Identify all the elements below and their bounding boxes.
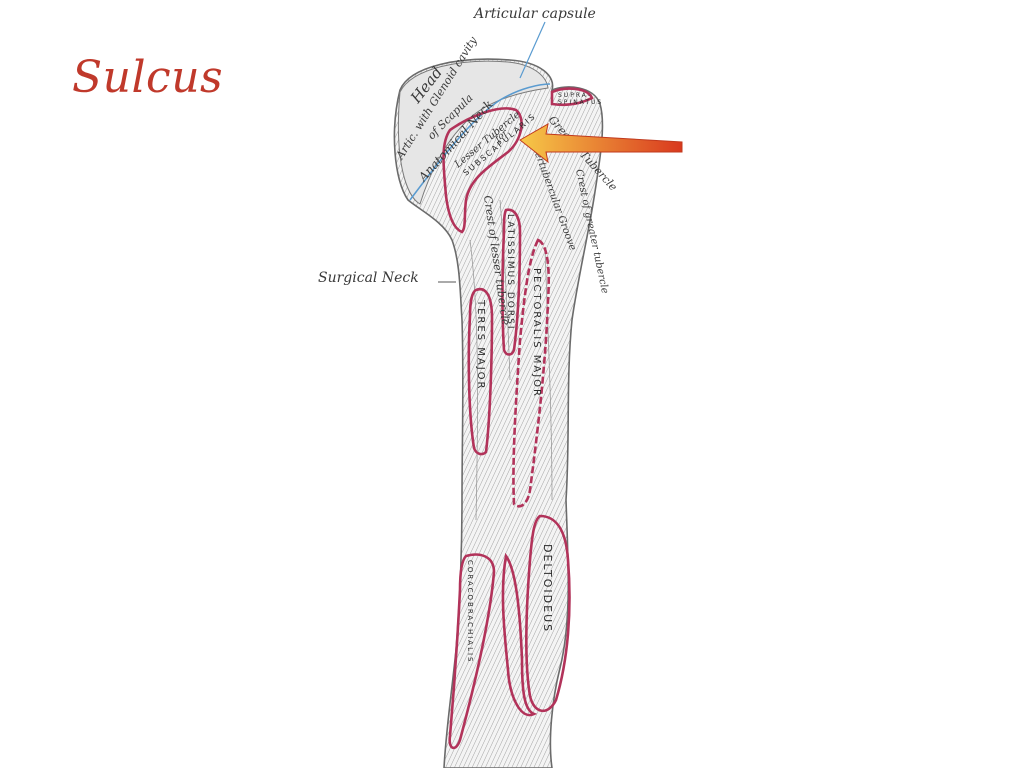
capsule-leader-line (519, 21, 546, 79)
shaft-shading (469, 199, 553, 521)
label-supra: SUPRA- (558, 92, 592, 99)
articular-capsule-line (409, 83, 551, 201)
humerus-bone (393, 58, 604, 768)
label-articular-capsule: Articular capsule (472, 6, 596, 22)
teres-major-outline (467, 287, 494, 456)
label-teres-major: TERES MAJOR (475, 299, 486, 390)
label-coracobrachialis: CORACOBRACHIALIS (466, 560, 474, 664)
label-deltoideus: DELTOIDEUS (541, 544, 554, 633)
subscapularis-outline (442, 107, 523, 234)
humerus-head (397, 60, 549, 205)
label-spinatus: SPINATUS (558, 99, 603, 106)
supraspinatus-outline (550, 87, 594, 107)
label-latissimus-dorsi: LATISSIMUS DORSI (505, 214, 515, 330)
pointer-arrow (519, 123, 683, 164)
label-pectoralis-major: PECTORALIS MAJOR (531, 268, 542, 398)
latissimus-outline (501, 208, 522, 356)
coracobrachialis-outline (448, 553, 496, 750)
label-surgical-neck: Surgical Neck (318, 270, 419, 286)
pectoralis-outline (512, 238, 550, 508)
slide-title: Sulcus (72, 52, 224, 103)
deltoideus-outline (524, 514, 571, 713)
brachialis-outline (501, 552, 538, 717)
